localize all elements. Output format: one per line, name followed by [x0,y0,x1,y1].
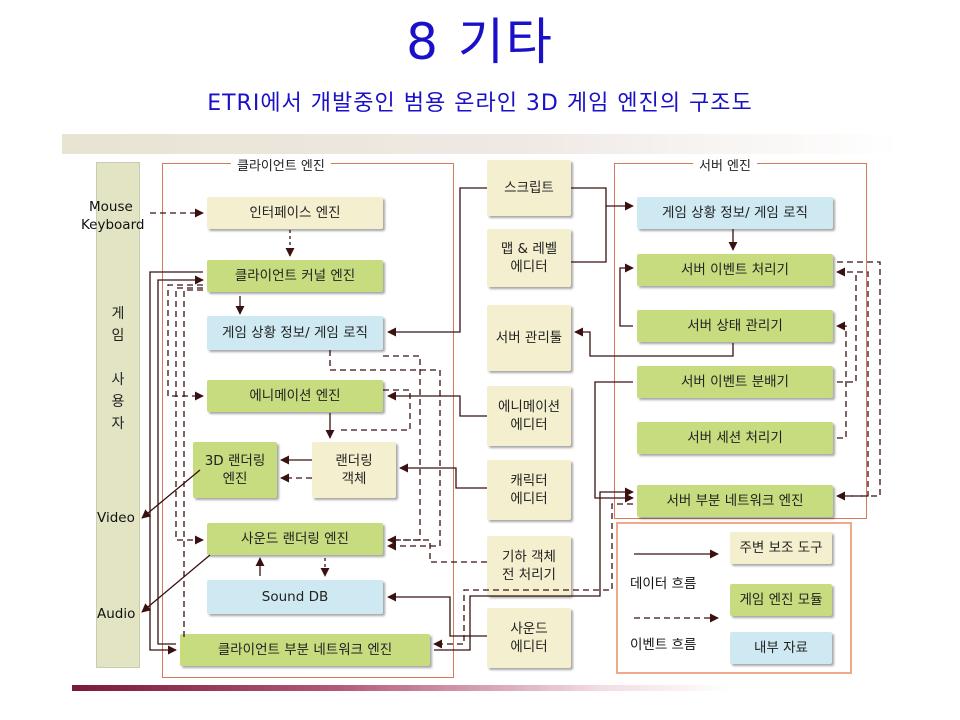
map-level-editor-box: 맵 & 레벨 에디터 [487,229,571,287]
legend-data-flow-label: 데이터 흐름 [630,576,697,592]
client-engine-frame-label: 클라이언트 엔진 [231,155,331,174]
server-network-engine-box: 서버 부분 네트워크 엔진 [637,485,833,517]
legend-event-flow-label: 이벤트 흐름 [630,637,697,653]
legend-aux-tool-swatch: 주변 보조 도구 [730,532,832,564]
render-3d-engine-box: 3D 랜더링 엔진 [193,442,277,498]
server-state-manager-box: 서버 상태 관리기 [637,310,833,342]
render-object-box: 랜더링 객체 [312,442,396,498]
interface-engine-box: 인터페이스 엔진 [207,197,383,229]
server-engine-frame-label: 서버 엔진 [693,155,757,174]
client-network-engine-box: 클라이언트 부분 네트워크 엔진 [180,634,430,666]
server-game-state-box: 게임 상황 정보/ 게임 로직 [637,197,833,229]
slide-title: 8 기타 [406,13,554,71]
server-event-distributor-box: 서버 이벤트 분배기 [637,366,833,398]
sound-render-engine-box: 사운드 랜더링 엔진 [207,523,383,555]
legend-frame [616,522,852,674]
top-band [62,134,900,154]
animation-engine-box: 에니메이션 엔진 [207,380,383,412]
client-game-state-box: 게임 상황 정보/ 게임 로직 [207,316,383,350]
sound-editor-box: 사운드 에디터 [487,608,571,668]
sound-db-box: Sound DB [207,580,383,614]
game-user-strip: 게 임 사 용 자 [96,162,140,668]
server-session-handler-box: 서버 세션 처리기 [637,422,833,454]
bottom-bar [72,685,732,691]
character-editor-box: 캐릭터 에디터 [487,460,571,520]
server-engine-frame: 서버 엔진 [614,155,867,519]
legend-engine-module-swatch: 게임 엔진 모듈 [730,584,832,616]
client-engine-frame: 클라이언트 엔진 [162,155,454,678]
slide-subtitle: ETRI에서 개발중인 범용 온라인 3D 게임 엔진의 구조도 [207,91,753,116]
audio-label: Audio [97,606,136,622]
game-user-label: 게 임 사 용 자 [111,306,125,432]
mouse-label: Mouse [89,199,133,215]
script-box: 스크립트 [487,160,571,216]
legend-internal-data-swatch: 내부 자료 [730,632,832,664]
video-label: Video [97,510,135,526]
server-manager-tool-box: 서버 관리툴 [487,305,571,371]
geometry-preprocessor-box: 기하 객체 전 처리기 [487,536,571,596]
server-event-handler-box: 서버 이벤트 처리기 [637,254,833,286]
animation-editor-box: 에니메이션 에디터 [487,386,571,446]
keyboard-label: Keyboard [81,217,145,233]
client-kernel-engine-box: 클라이언트 커널 엔진 [207,260,383,292]
